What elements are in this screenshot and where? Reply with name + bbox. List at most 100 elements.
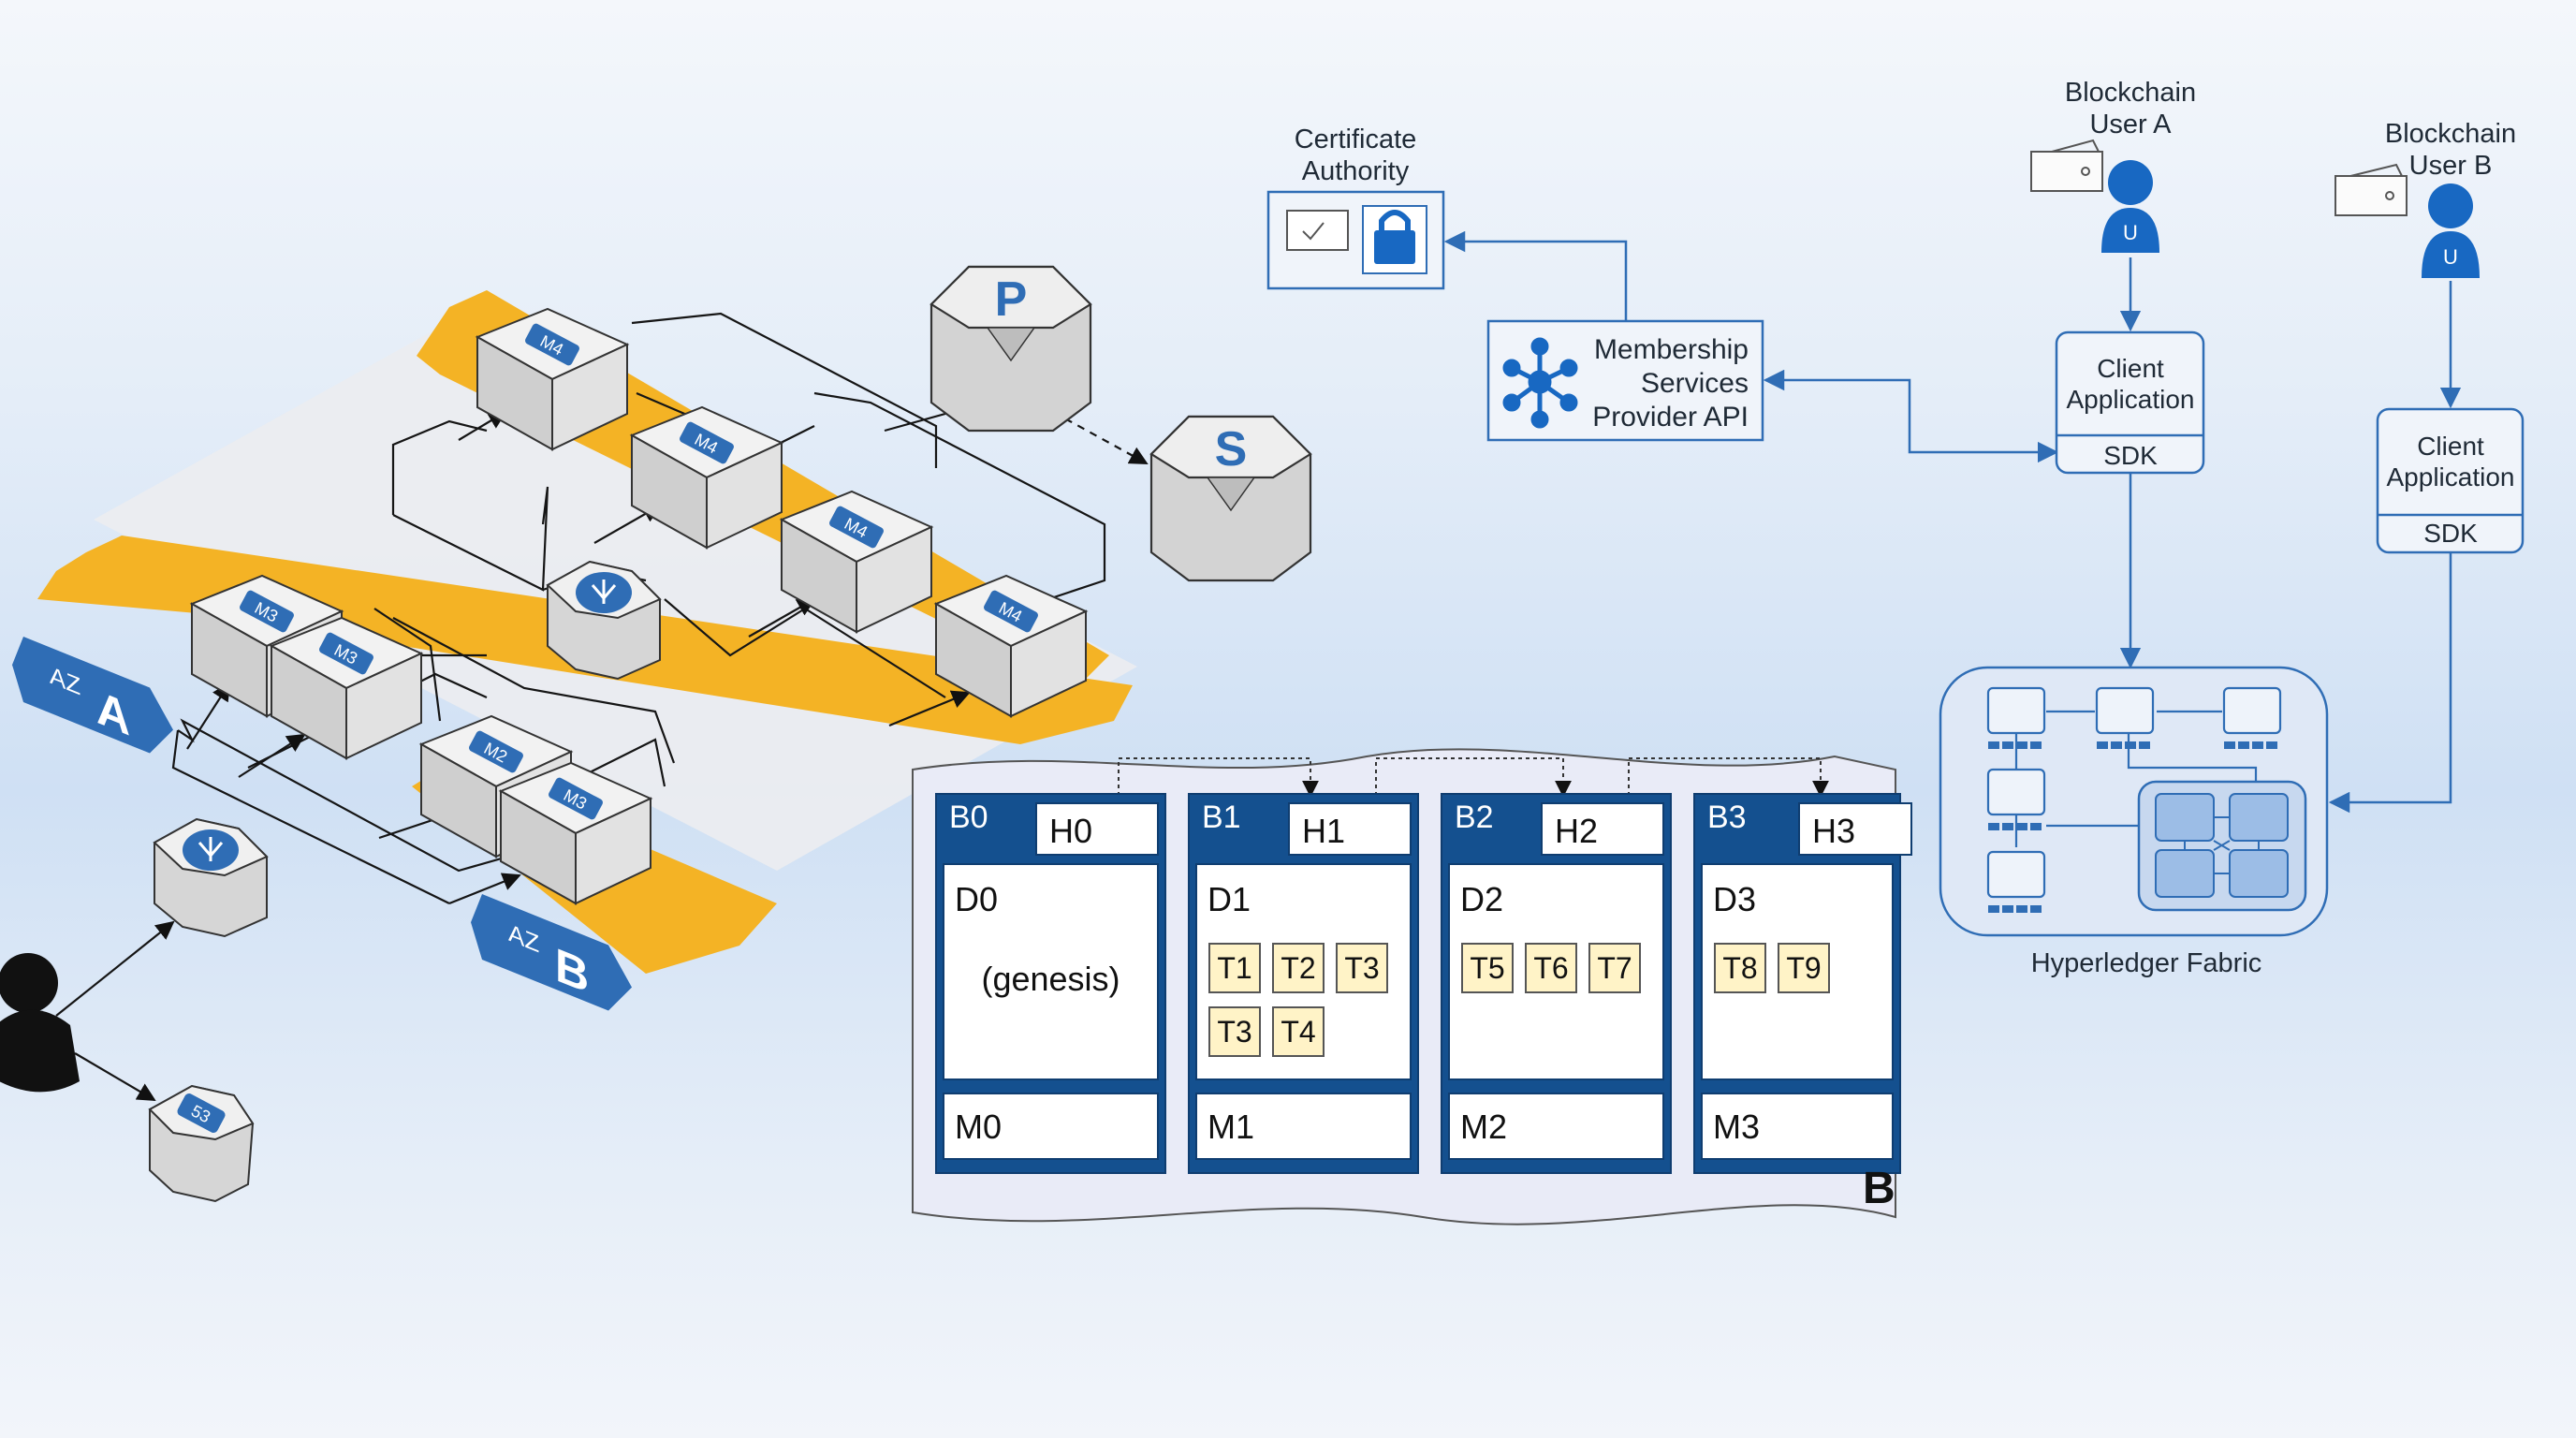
az-a-badge: AZ A (12, 637, 173, 754)
block-header: H0 (1049, 812, 1092, 850)
transaction-box (1525, 943, 1577, 993)
transaction-box (1588, 943, 1641, 993)
az-b-badge: AZ B (471, 894, 632, 1011)
arrow-to-m3b (238, 733, 306, 778)
route53-hex: 53 (148, 1084, 255, 1203)
user-b-label-line1: Blockchain (2385, 119, 2516, 149)
msp-label-line3: Provider API (1592, 402, 1749, 433)
client-b-sdk: SDK (2423, 519, 2478, 548)
fabric-network-label: Hyperledger Fabric (2031, 948, 2262, 978)
fabric-node-stacks (1988, 741, 2277, 913)
block-note: (genesis) (981, 960, 1120, 998)
router-icon-middle (591, 580, 617, 604)
arrow-to-m3a (186, 682, 231, 750)
arrow-to-m4e (888, 690, 971, 727)
block-meta-area (1195, 1093, 1412, 1160)
cube-m4-second: M4 (629, 405, 784, 550)
network-hub-icon (1502, 337, 1578, 429)
block-meta-area (943, 1093, 1159, 1160)
block-header-box (1541, 802, 1664, 856)
certificate-icon (1286, 210, 1349, 251)
cube-p: P (929, 265, 1092, 433)
router-hex-bottom (153, 817, 269, 938)
transaction-label: T5 (1470, 951, 1504, 985)
block-data-label: D3 (1713, 880, 1756, 918)
transaction-label: T9 (1786, 951, 1821, 985)
transaction-label: T3 (1217, 1015, 1251, 1049)
block-meta-area (1448, 1093, 1664, 1160)
arrow-user-to-router (55, 920, 175, 1017)
block-id: B3 (1707, 800, 1747, 835)
block-meta-label: M0 (955, 1108, 1002, 1146)
person-silhouette-icon (0, 953, 80, 1093)
cube-m4-third: M4 (779, 490, 934, 634)
transaction-box (1272, 943, 1325, 993)
user-a-avatar: U (2101, 160, 2159, 253)
transaction-box (1272, 1006, 1325, 1057)
block-meta-label: M2 (1460, 1108, 1507, 1146)
user-a-badge: U (2123, 221, 2138, 244)
cube-m3-second: M3 (269, 616, 424, 760)
block-header-box (1288, 802, 1412, 856)
cube-m4-top: M4 (475, 307, 630, 451)
msp-label-line1: Membership (1594, 334, 1749, 365)
transaction-box (1778, 943, 1830, 993)
user-b-avatar: U (2422, 183, 2480, 278)
block-meta-label: M1 (1208, 1108, 1254, 1146)
transaction-label: T3 (1344, 951, 1379, 985)
client-b-line1: Client (2417, 432, 2484, 461)
transaction-label: T8 (1722, 951, 1757, 985)
block-meta-area (1701, 1093, 1894, 1160)
transaction-label: T4 (1281, 1015, 1315, 1049)
client-a-line1: Client (2097, 354, 2164, 383)
block-id: B0 (949, 800, 988, 835)
user-a-label-line2: User A (2089, 110, 2172, 139)
wallet-icon-b (2334, 163, 2408, 216)
msp-label-line2: Services (1641, 368, 1749, 399)
user-b-badge: U (2443, 245, 2458, 269)
lock-icon (1374, 210, 1415, 264)
arrow-user-to-route53 (74, 1052, 156, 1102)
cube-s: S (1149, 415, 1312, 582)
ca-label-line1: Certificate (1295, 125, 1417, 154)
arrow-to-m3c (448, 873, 521, 905)
router-icon-bottom (198, 837, 224, 861)
arrow-client-b-to-fabric (2328, 552, 2452, 814)
wallet-icon (2030, 139, 2103, 192)
block-data-label: D1 (1208, 880, 1251, 918)
block-data-label: D0 (955, 880, 998, 918)
transaction-label: T6 (1533, 951, 1568, 985)
cube-m4-fourth: M4 (933, 574, 1089, 718)
arrow-sdk-msp (1763, 369, 2059, 463)
transaction-box (1461, 943, 1514, 993)
client-b-line2: Application (2387, 462, 2515, 492)
client-a-line2: Application (2067, 385, 2195, 414)
block-id: B1 (1202, 800, 1241, 835)
transaction-label: T7 (1597, 951, 1632, 985)
router-hex-middle (546, 560, 662, 681)
transaction-label: T1 (1217, 951, 1251, 985)
fabric-nodes (1986, 686, 2282, 899)
user-a-label-line1: Blockchain (2065, 78, 2196, 108)
block-header-box (1035, 802, 1159, 856)
arrow-p-to-s (1052, 411, 1149, 464)
transaction-box (1714, 943, 1766, 993)
cube-m3-third: M3 (498, 761, 653, 905)
cube-s-label: S (1215, 422, 1248, 477)
cube-p-label: P (995, 272, 1028, 327)
block-meta-label: M3 (1713, 1108, 1760, 1146)
arrow-to-m4d (748, 598, 816, 638)
block-id: B2 (1455, 800, 1494, 835)
block-header: H2 (1555, 812, 1598, 850)
aws-isometric-section: AZ A AZ B (0, 265, 1312, 1203)
ledger-corner-label: B (1863, 1164, 1895, 1213)
client-a-sdk: SDK (2103, 441, 2158, 470)
block-header-box (1798, 802, 1912, 856)
fabric-section: Certificate Authority Membership Service… (1266, 78, 2525, 978)
transaction-box (1336, 943, 1388, 993)
transaction-box (1208, 1006, 1261, 1057)
block-data-area (943, 863, 1159, 1080)
chain-links (1118, 757, 1829, 798)
